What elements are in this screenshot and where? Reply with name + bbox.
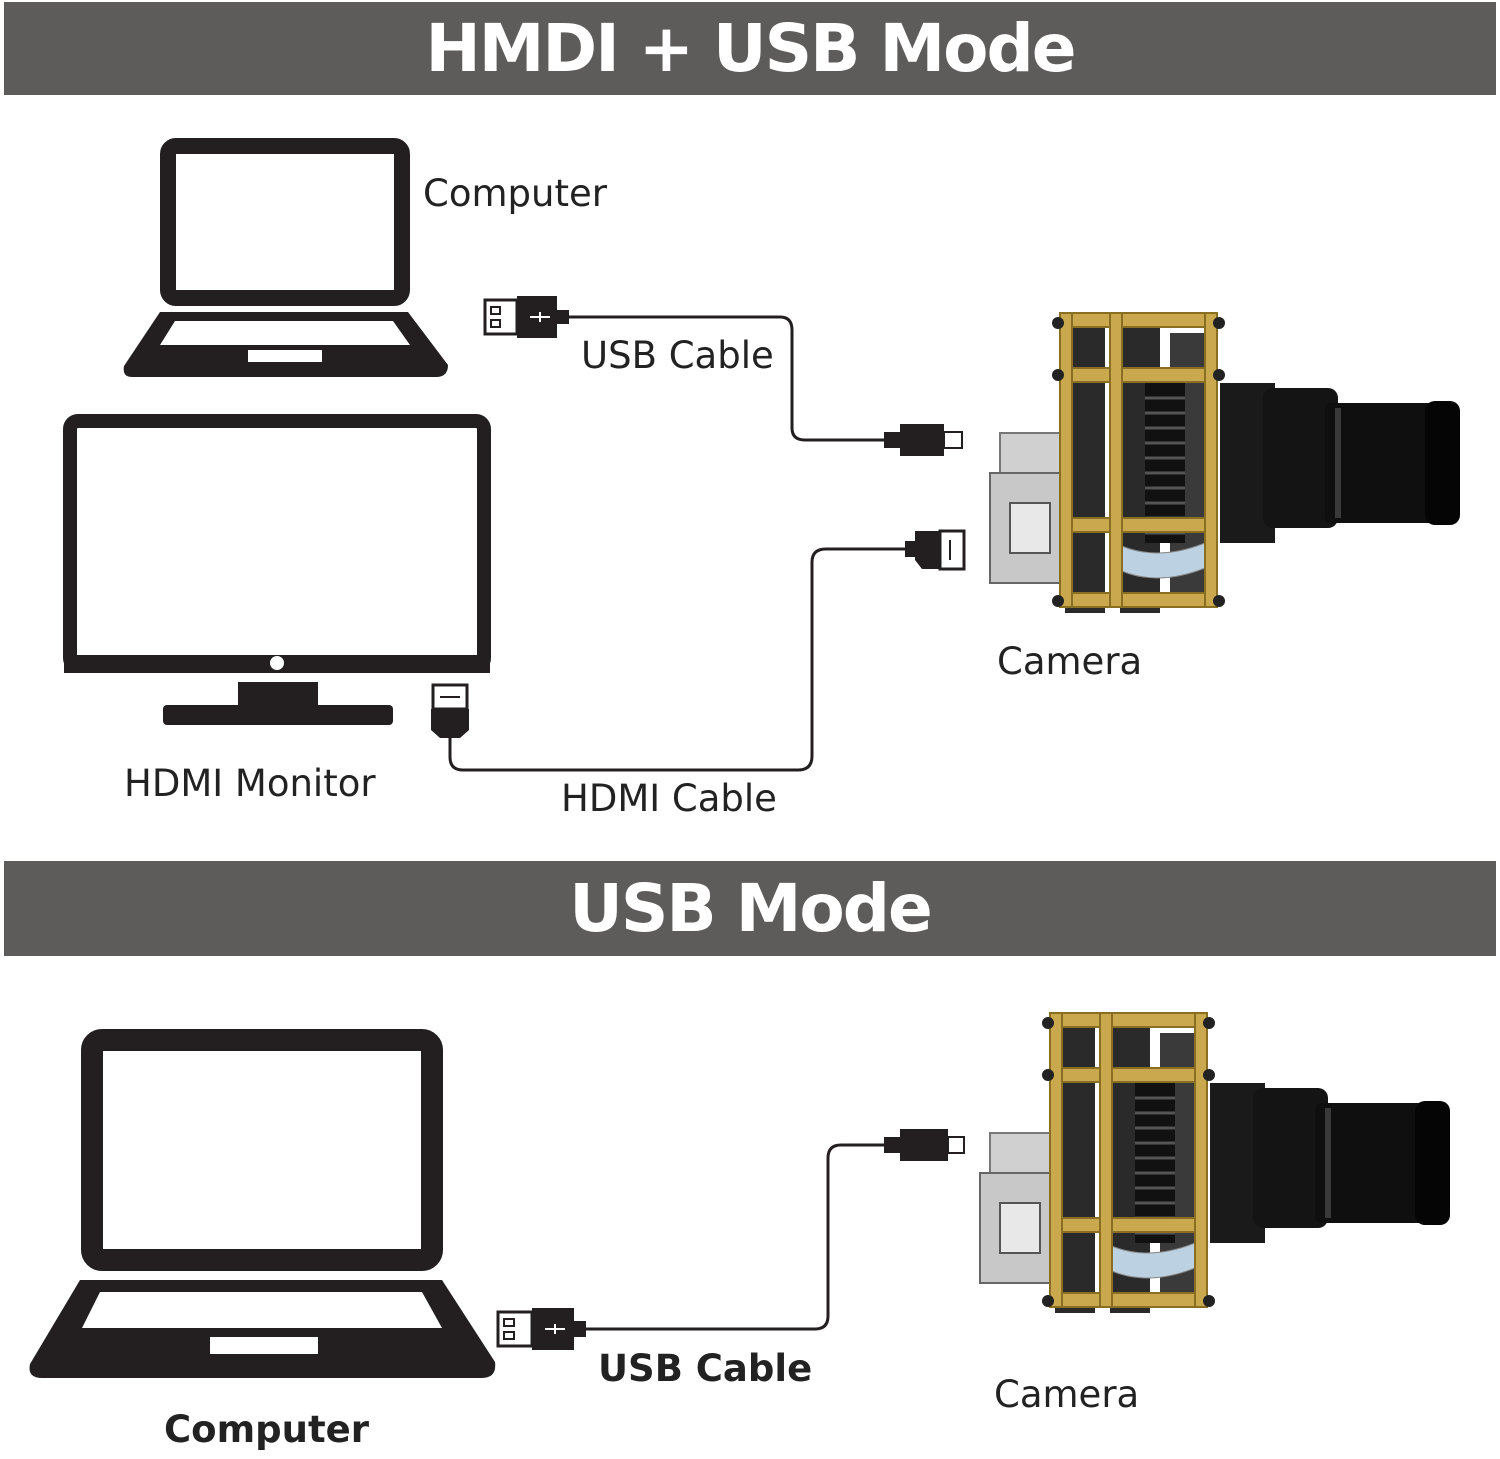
usb-plug-icon bbox=[483, 296, 569, 338]
usb-cable-label: USB Cable bbox=[598, 1347, 813, 1390]
camera-label: Camera bbox=[994, 1373, 1140, 1416]
laptop-icon bbox=[123, 138, 449, 377]
micro-usb-connector-icon bbox=[884, 1129, 965, 1161]
section-title: HMDI + USB Mode bbox=[425, 10, 1077, 87]
hdmi-usb-mode-banner: HMDI + USB Mode bbox=[4, 2, 1496, 95]
monitor-icon bbox=[63, 414, 491, 725]
micro-usb-connector-icon bbox=[884, 424, 963, 456]
computer-label: Computer bbox=[423, 172, 607, 215]
usb-cable-label: USB Cable bbox=[581, 334, 774, 377]
usb-plug-icon bbox=[496, 1308, 586, 1350]
hdmi-connector-icon bbox=[431, 683, 469, 738]
camera-label: Camera bbox=[997, 640, 1143, 683]
laptop-icon bbox=[29, 1029, 496, 1378]
hdmi-monitor-label: HDMI Monitor bbox=[124, 762, 376, 805]
camera-module-image bbox=[988, 311, 1462, 615]
hdmi-cable-label: HDMI Cable bbox=[561, 777, 777, 820]
usb-mode-banner: USB Mode bbox=[4, 861, 1496, 956]
hdmi-connector-icon bbox=[905, 529, 966, 571]
computer-label: Computer bbox=[164, 1408, 369, 1451]
section-title: USB Mode bbox=[569, 870, 932, 947]
camera-module-image bbox=[978, 1011, 1452, 1315]
